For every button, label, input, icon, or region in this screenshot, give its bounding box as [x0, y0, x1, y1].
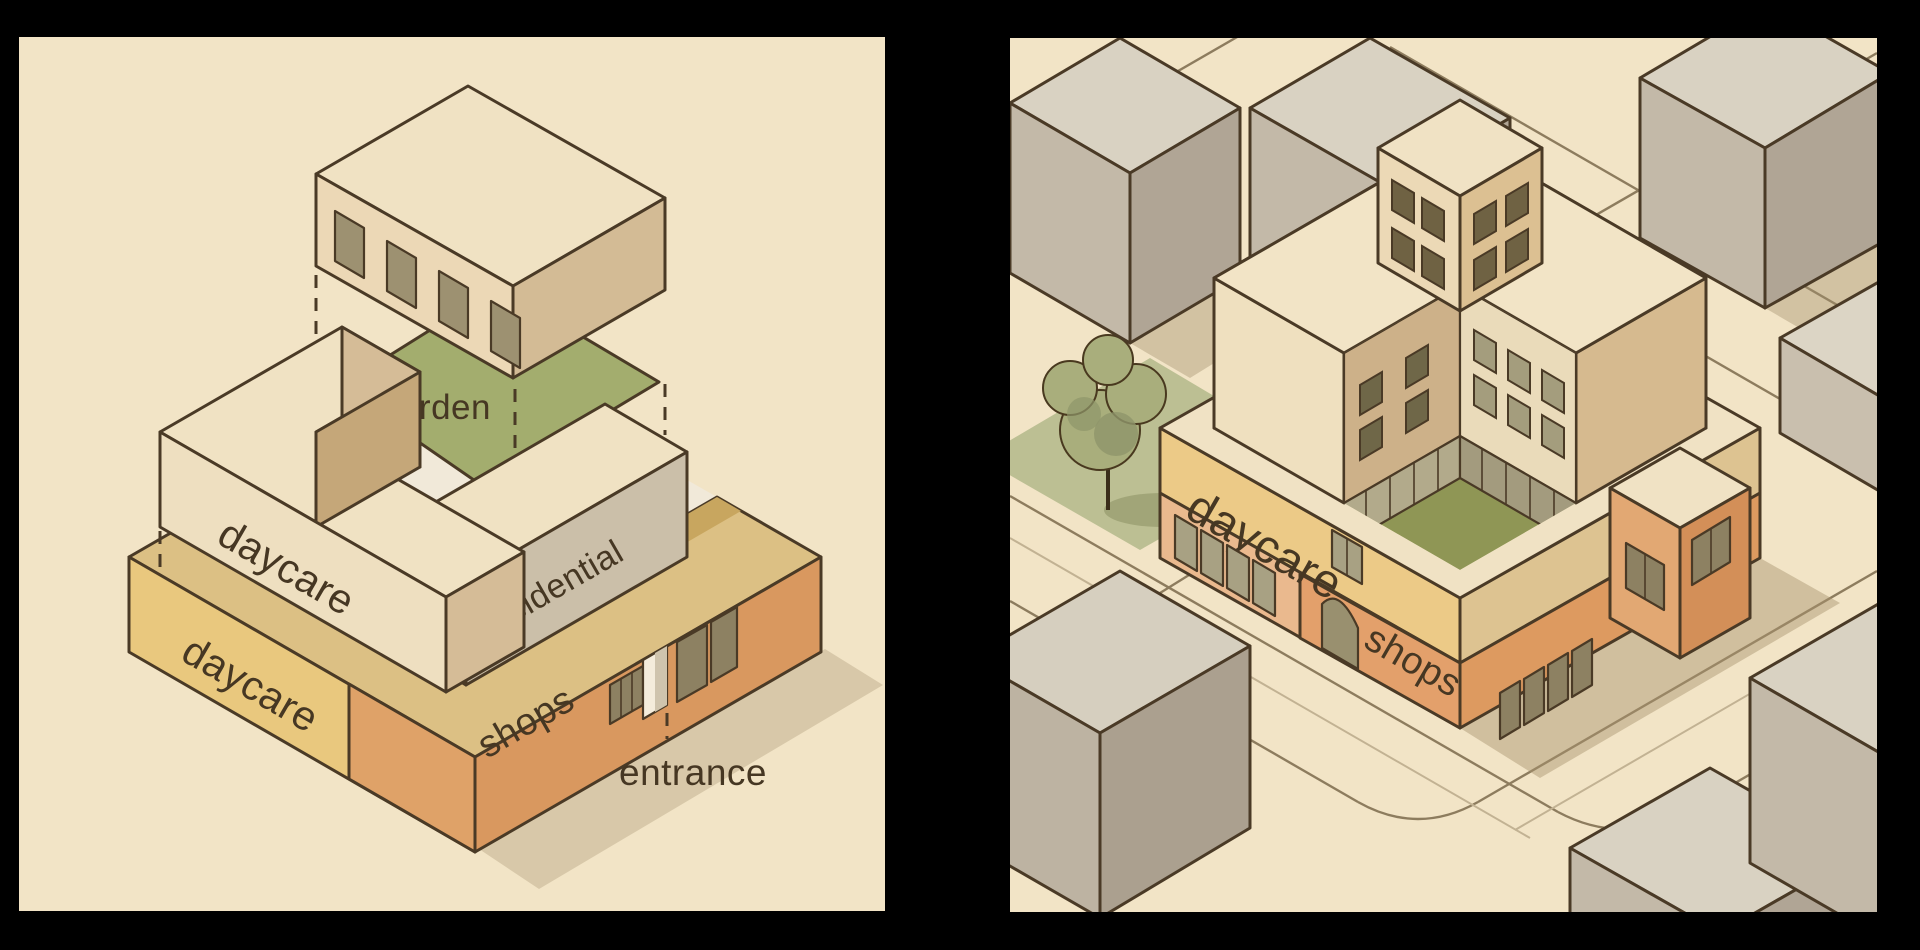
left-panel-exploded-diagram: garden daycare shops [19, 37, 885, 911]
courtyard-glazing-right [1460, 436, 1576, 545]
courtyard [1344, 286, 1576, 570]
gray-building [1750, 603, 1877, 912]
central-building: daycare shops [1160, 100, 1840, 778]
gray-building [1640, 38, 1877, 308]
exploded-diagram-svg: garden daycare shops [19, 37, 883, 889]
slab-windows [335, 211, 520, 368]
street-curb [1010, 496, 1558, 812]
storefront-windows [1500, 639, 1592, 739]
gray-building [1010, 38, 1240, 343]
entrance-label: entrance [619, 752, 767, 793]
arched-doorway [1322, 599, 1358, 669]
storefront-windows [610, 607, 737, 724]
floating-residential-slab [316, 86, 665, 378]
context-view-svg: daycare shops [1010, 38, 1877, 912]
courtyard-windows-left [1360, 345, 1428, 460]
daycare-windows [1175, 515, 1362, 616]
back-penthouse [1378, 100, 1542, 311]
entrance-tower [1610, 448, 1750, 658]
gray-building [1010, 571, 1250, 912]
glazing-mullions [1366, 449, 1554, 532]
daycare-front-face [160, 432, 446, 692]
entrance-callout: entrance [619, 713, 767, 793]
right-panel-context-view: daycare shops [1010, 38, 1877, 912]
penthouse-windows [1392, 180, 1528, 290]
tower-right-face [1680, 488, 1750, 658]
courtyard-windows-right [1474, 330, 1564, 458]
upper-daycare-block: daycare [160, 327, 524, 692]
street-corner [1358, 802, 1478, 819]
dashed-connectors-upper [160, 275, 316, 571]
gray-building [1780, 253, 1877, 503]
